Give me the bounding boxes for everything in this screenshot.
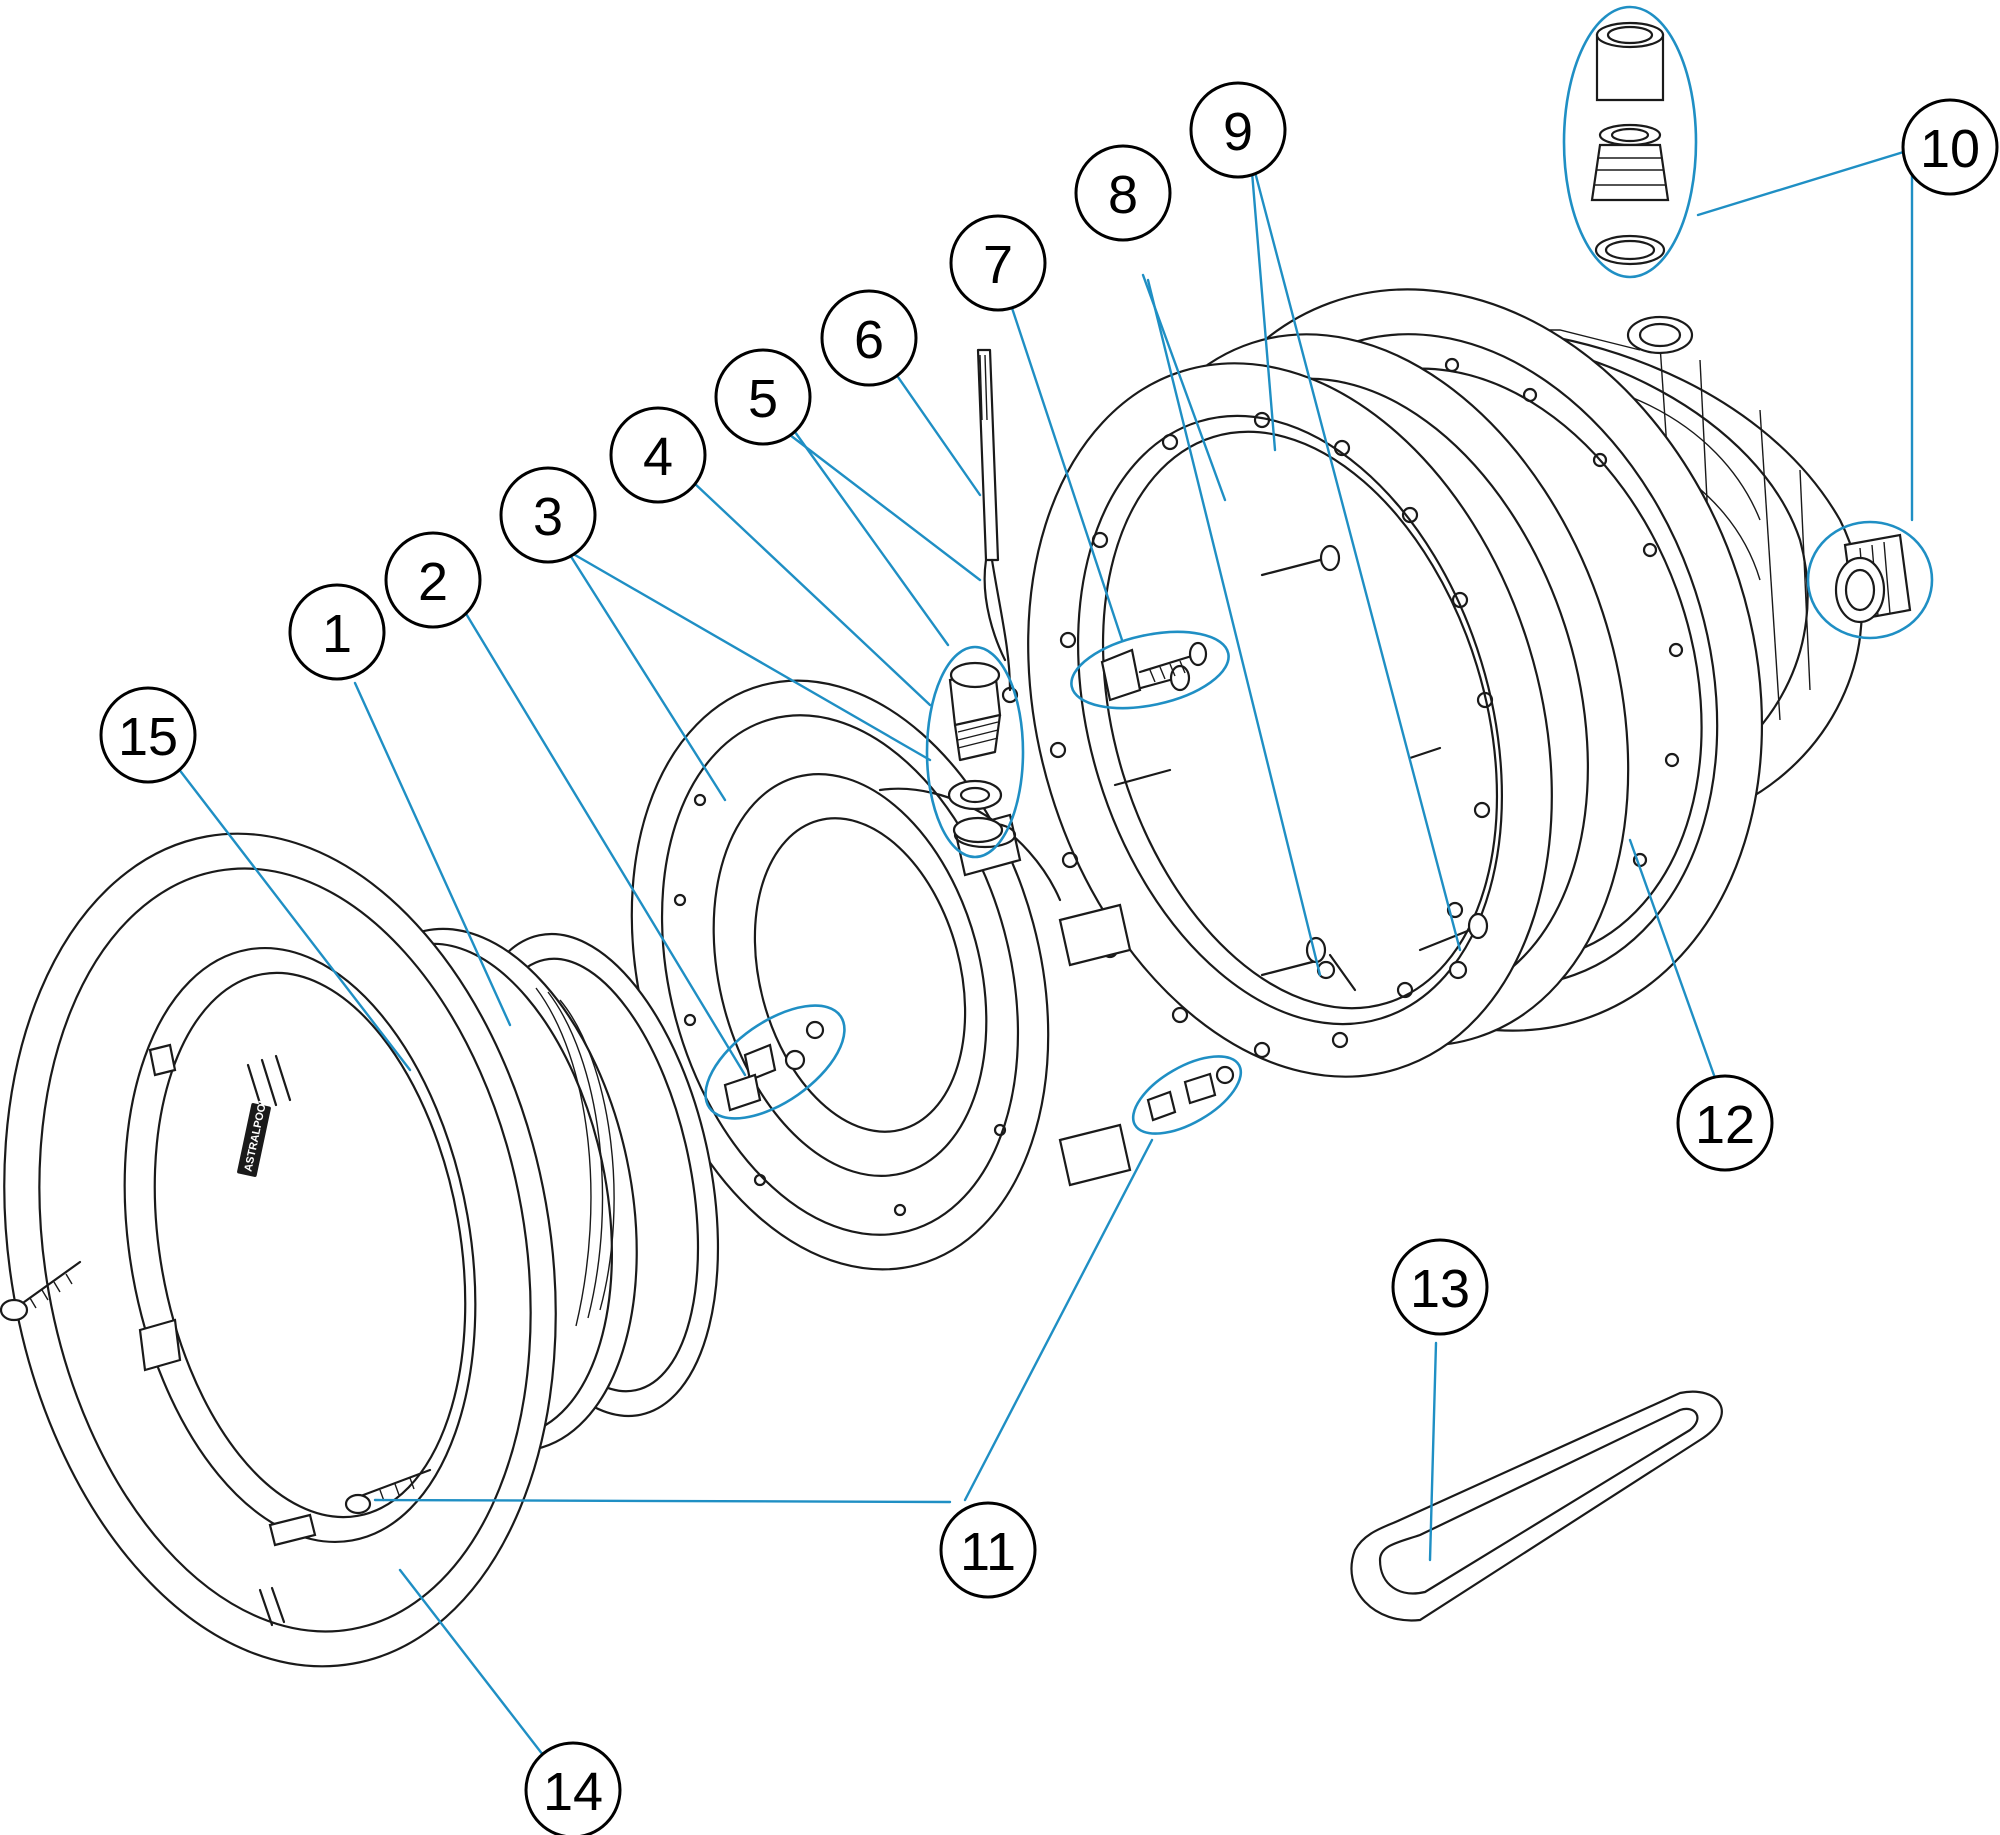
callout-9: 9 [1189, 81, 1287, 179]
callout-2-label: 2 [418, 552, 448, 612]
group-highlights [704, 5, 1934, 1135]
group-oval-clamps-2 [704, 1004, 846, 1120]
callout-3-label: 3 [533, 487, 563, 547]
part-4-5-cable-gland [947, 661, 1004, 844]
callout-5-label: 5 [748, 369, 778, 429]
callout-4: 4 [609, 406, 707, 504]
group-oval-clamps-11 [1131, 1055, 1243, 1135]
callout-11: 11 [939, 1501, 1037, 1599]
group-oval-fitting-top [1562, 5, 1698, 279]
callout-5: 5 [714, 348, 812, 446]
part-8-clamping-ring [1027, 362, 1553, 1078]
callout-4-label: 4 [643, 427, 673, 487]
group-oval-clamp-7 [1070, 630, 1230, 710]
callout-10: 10 [1901, 98, 1999, 196]
callout-12: 12 [1676, 1074, 1774, 1172]
part-13-key-tool [1350, 1390, 1723, 1622]
callout-8: 8 [1074, 144, 1172, 242]
part-11-fixing-screws [0, 1065, 1235, 1515]
callout-13: 13 [1391, 1238, 1489, 1336]
callout-10-label: 10 [1920, 119, 1980, 179]
callout-8-label: 8 [1108, 165, 1138, 225]
group-oval-fitting-side [1806, 520, 1934, 640]
callout-6: 6 [820, 289, 918, 387]
callout-1: 1 [288, 583, 386, 681]
group-oval-gland [925, 645, 1025, 859]
brand-plate [237, 1103, 271, 1177]
callout-9-label: 9 [1223, 102, 1253, 162]
callout-15-label: 15 [118, 707, 178, 767]
callout-7-label: 7 [983, 235, 1013, 295]
callouts: 1 2 3 4 5 6 7 8 [99, 81, 1999, 1835]
callout-12-label: 12 [1695, 1095, 1755, 1155]
callout-14: 14 [524, 1741, 622, 1835]
callout-7: 7 [949, 214, 1047, 312]
part-7-clamp-screw [1100, 641, 1208, 702]
callout-13-label: 13 [1410, 1259, 1470, 1319]
callout-6-label: 6 [854, 310, 884, 370]
part-10-pipe-fittings [1590, 21, 1912, 624]
callout-1-label: 1 [322, 604, 352, 664]
callout-11-label: 11 [960, 1522, 1016, 1582]
part-2-holder-clamps [723, 1020, 825, 1112]
leader-lines [176, 148, 1914, 1757]
part-14-trim-ring: ASTRALPOOL [3, 832, 557, 1668]
callout-14-label: 14 [543, 1762, 603, 1822]
callout-3: 3 [499, 466, 597, 564]
callout-15: 15 [99, 686, 197, 784]
callout-2: 2 [384, 531, 482, 629]
